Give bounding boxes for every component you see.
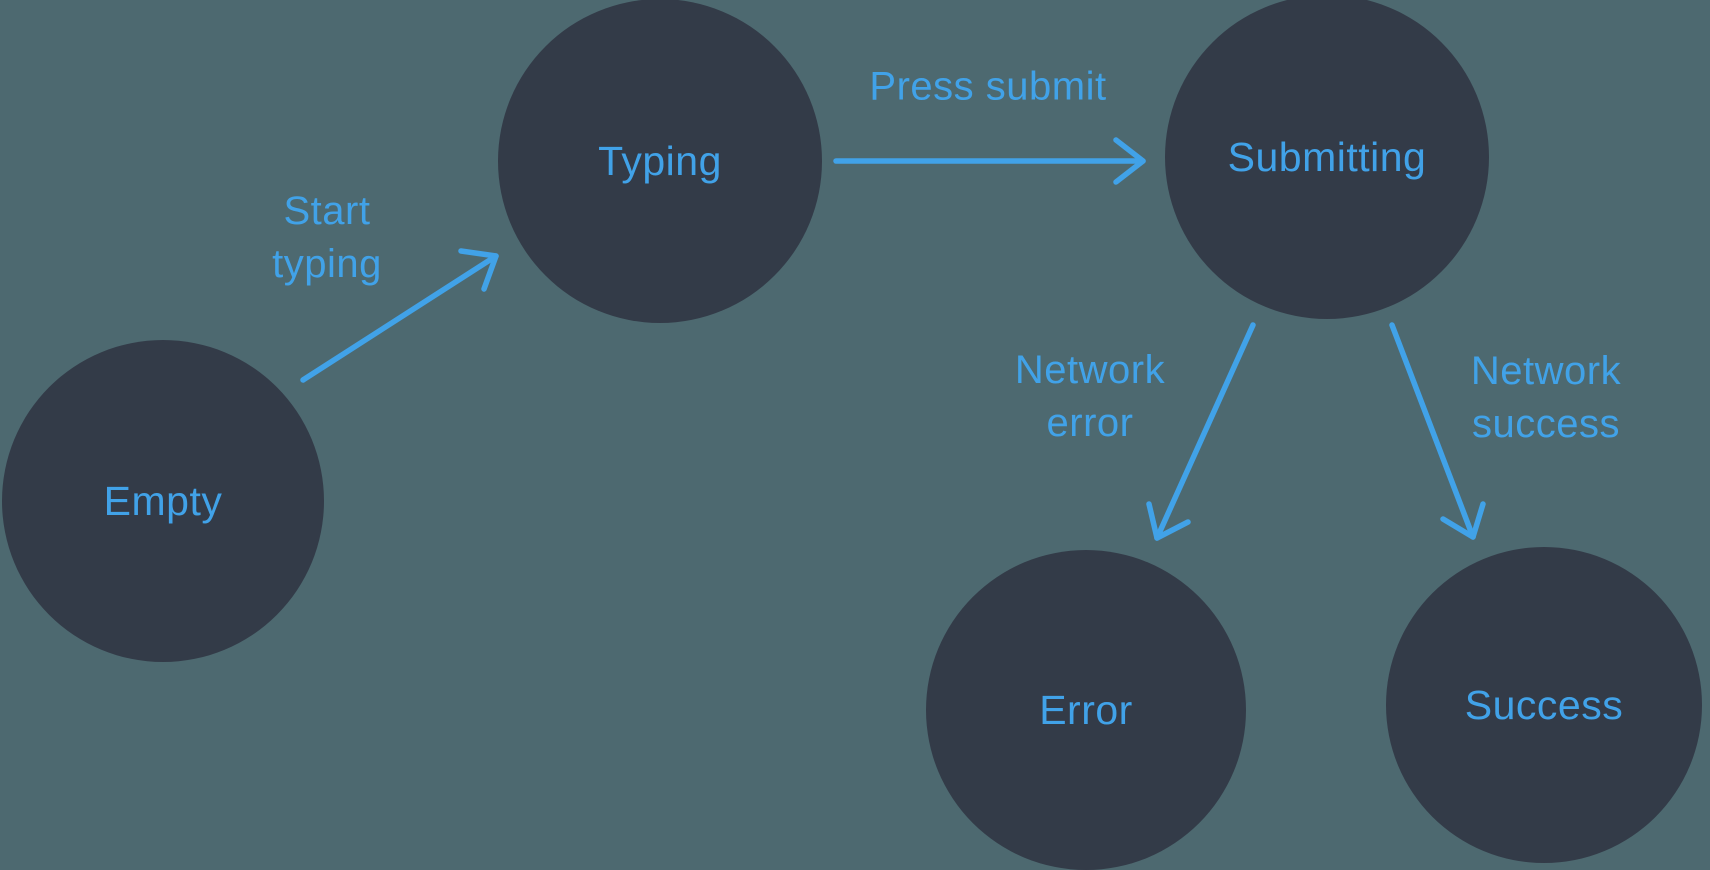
edge-label-line: typing: [272, 242, 382, 286]
edge-label-line: Network: [1470, 349, 1622, 393]
edge-label-line: Start: [283, 189, 371, 233]
state-node-empty: Empty: [2, 340, 324, 662]
edge-label-line: error: [1046, 401, 1134, 445]
state-node-empty-label: Empty: [103, 477, 223, 524]
state-node-submitting: Submitting: [1165, 0, 1489, 319]
edge-label-line: Press submit: [869, 64, 1107, 109]
state-node-error-label: Error: [1039, 686, 1133, 733]
state-node-submitting-label: Submitting: [1227, 133, 1427, 180]
state-node-success-label: Success: [1464, 681, 1624, 728]
edge-label-press-submit: Press submit: [869, 61, 1106, 114]
arrow-press-submit: [833, 137, 1146, 185]
edge-label-line: success: [1471, 402, 1620, 446]
state-node-error: Error: [926, 550, 1246, 870]
arrow-start-typing: [300, 248, 499, 383]
edge-label-line: Network: [1014, 348, 1166, 392]
arrow-network-success: [1389, 322, 1486, 540]
state-node-typing: Typing: [498, 0, 822, 323]
state-node-success: Success: [1386, 547, 1702, 863]
edge-label-network-success: Network success: [1471, 345, 1621, 451]
arrow-network-error: [1146, 322, 1256, 541]
edge-label-network-error: Network error: [1015, 344, 1165, 450]
edge-label-start-typing: Start typing: [272, 185, 382, 291]
state-node-typing-label: Typing: [598, 137, 722, 184]
